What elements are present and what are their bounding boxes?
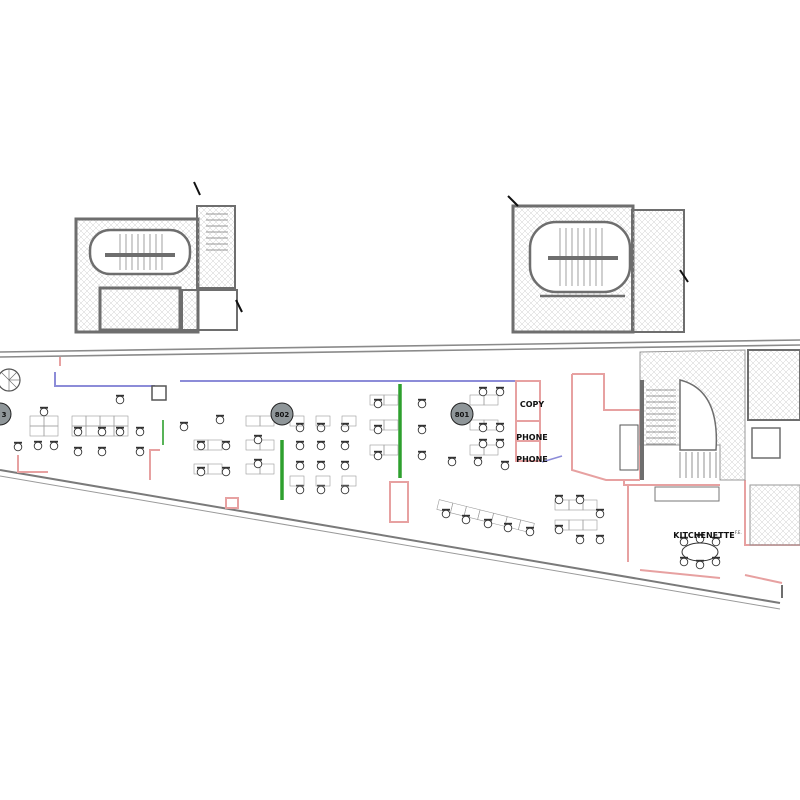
right-core [619,349,800,546]
fire-extinguisher-mark: F.E. [735,530,742,535]
room-label-phone-2: PHONE [516,455,548,464]
room-tag-801-text: 801 [455,411,470,419]
room-tag-801: 801 [450,402,474,426]
red-partitions [17,357,800,584]
column [151,385,167,401]
glass-partitions [54,372,563,500]
room-tag-802-text: 802 [275,411,290,419]
room-tag-802: 802 [270,402,294,426]
kitchenette-table [679,533,721,570]
workstations-802 [193,414,357,495]
room-tag-left-partial: 3 [0,402,12,426]
room-label-copy: COPY [520,400,545,409]
spiral-stair [0,368,21,392]
stair-core-left [74,181,243,334]
workstations-801 [369,386,510,471]
corridor-walls [0,339,800,610]
workstations-lower [436,494,605,545]
stair-core-middle [507,195,689,334]
room-label-kitchenette: KITCHENETTE [673,531,734,540]
workstations-left [13,394,189,457]
room-tag-left-partial-text: 3 [2,411,7,419]
room-label-phone-1: PHONE [516,433,548,442]
